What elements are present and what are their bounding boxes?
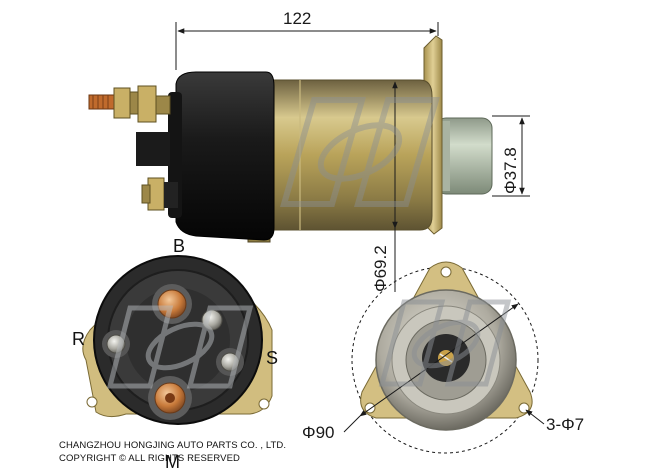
terminal-r-label: R	[72, 329, 85, 349]
flange-diameter-label: Φ90	[302, 423, 334, 442]
footer-copyright: COPYRIGHT © ALL RIGHTS RESERVED	[59, 453, 240, 464]
plunger	[435, 117, 493, 195]
terminal-stud-b	[88, 85, 171, 123]
plunger-diameter-label: Φ37.8	[501, 147, 520, 194]
terminal-s-label: S	[266, 348, 278, 368]
footer-company: CHANGZHOU HONGJING AUTO PARTS CO. , LTD.	[59, 440, 287, 451]
terminal-m-label: M	[165, 452, 180, 472]
flange-diameter-dimension: Φ90	[302, 303, 519, 442]
terminal-stud-s	[136, 132, 178, 211]
terminal-m-stud	[148, 376, 192, 420]
plunger-end-view: Φ90 3-Φ7	[302, 261, 584, 454]
length-dimension: 122	[175, 9, 439, 70]
body-diameter-dimension: Φ69.2	[371, 81, 398, 292]
watermark-logo-plunger	[378, 299, 512, 387]
plunger-diameter-dimension: Φ37.8	[492, 115, 530, 197]
solenoid-body	[265, 79, 433, 231]
length-label: 122	[283, 9, 311, 28]
watermark-logo-terminal	[106, 305, 254, 389]
terminal-b-stud	[152, 284, 192, 324]
side-view: 122 Φ37.8 Φ69.2	[88, 9, 530, 292]
terminal-b-label: B	[173, 236, 185, 256]
mounting-holes-label: 3-Φ7	[546, 415, 584, 434]
body-diameter-label: Φ69.2	[371, 245, 390, 292]
terminal-end-view: B R S M	[72, 236, 278, 472]
watermark-logo-side	[280, 97, 440, 207]
mounting-holes-dimension: 3-Φ7	[525, 409, 584, 434]
flange-diameter-circle	[351, 266, 539, 454]
black-cap	[175, 71, 275, 241]
